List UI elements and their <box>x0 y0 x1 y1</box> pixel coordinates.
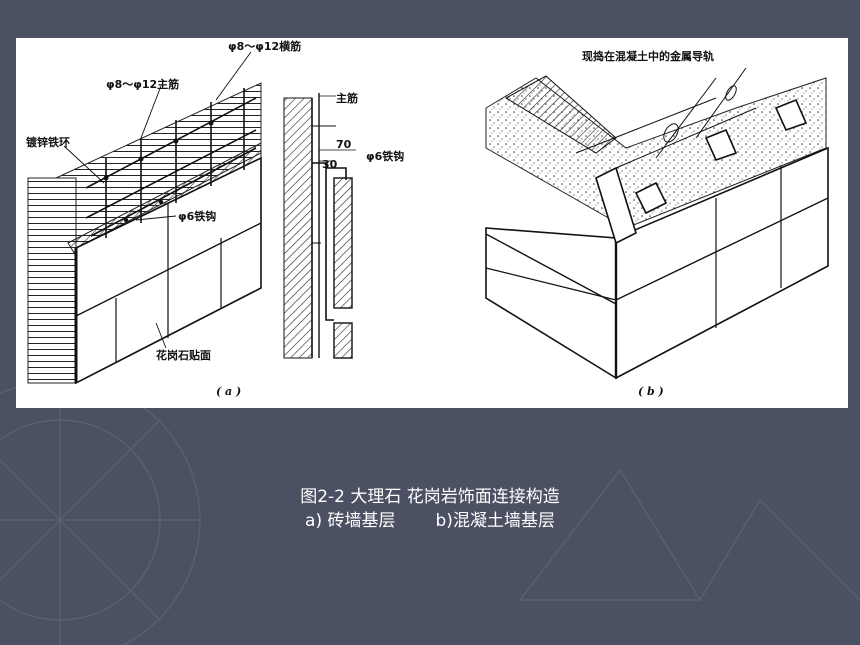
subfigure-a-brick-wall: φ8～φ12横筋 φ8～φ12主筋 镀锌铁环 φ6铁钩 花岗石贴面 主筋 70 … <box>26 39 404 398</box>
label-horizontal-bar: φ8～φ12横筋 <box>228 39 301 53</box>
dim-70: 70 <box>336 138 352 151</box>
label-metal-rail: 现捣在混凝土中的金属导轨 <box>582 49 714 63</box>
label-main-bar: φ8～φ12主筋 <box>106 77 179 91</box>
section-view-a: 主筋 70 30 φ6铁钩 <box>283 91 404 359</box>
label-section-main-bar: 主筋 <box>336 91 358 105</box>
caption-sub-a: a) 砖墙基层 <box>305 511 396 531</box>
label-granite-facing: 花岗石贴面 <box>156 348 211 362</box>
figure-caption-title: 图2-2 大理石 花岗岩饰面连接构造 <box>300 487 560 507</box>
figure-panel: φ8～φ12横筋 φ8～φ12主筋 镀锌铁环 φ6铁钩 花岗石贴面 主筋 70 … <box>16 38 848 408</box>
caption-sub-b: b)混凝土墙基层 <box>435 511 555 531</box>
label-section-hook: φ6铁钩 <box>366 149 404 163</box>
subfigure-b-concrete-wall: 现捣在混凝土中的金属导轨 ( b ) <box>485 49 829 398</box>
label-galvanized-ring: 镀锌铁环 <box>26 135 70 149</box>
figure-caption-subtitles: a) 砖墙基层 b)混凝土墙基层 <box>0 510 860 532</box>
label-iron-hook: φ6铁钩 <box>178 209 216 223</box>
dim-30: 30 <box>322 158 338 171</box>
construction-diagram: φ8～φ12横筋 φ8～φ12主筋 镀锌铁环 φ6铁钩 花岗石贴面 主筋 70 … <box>26 39 829 398</box>
subfigure-label-b: ( b ) <box>638 385 664 398</box>
subfigure-label-a: ( a ) <box>216 385 241 398</box>
